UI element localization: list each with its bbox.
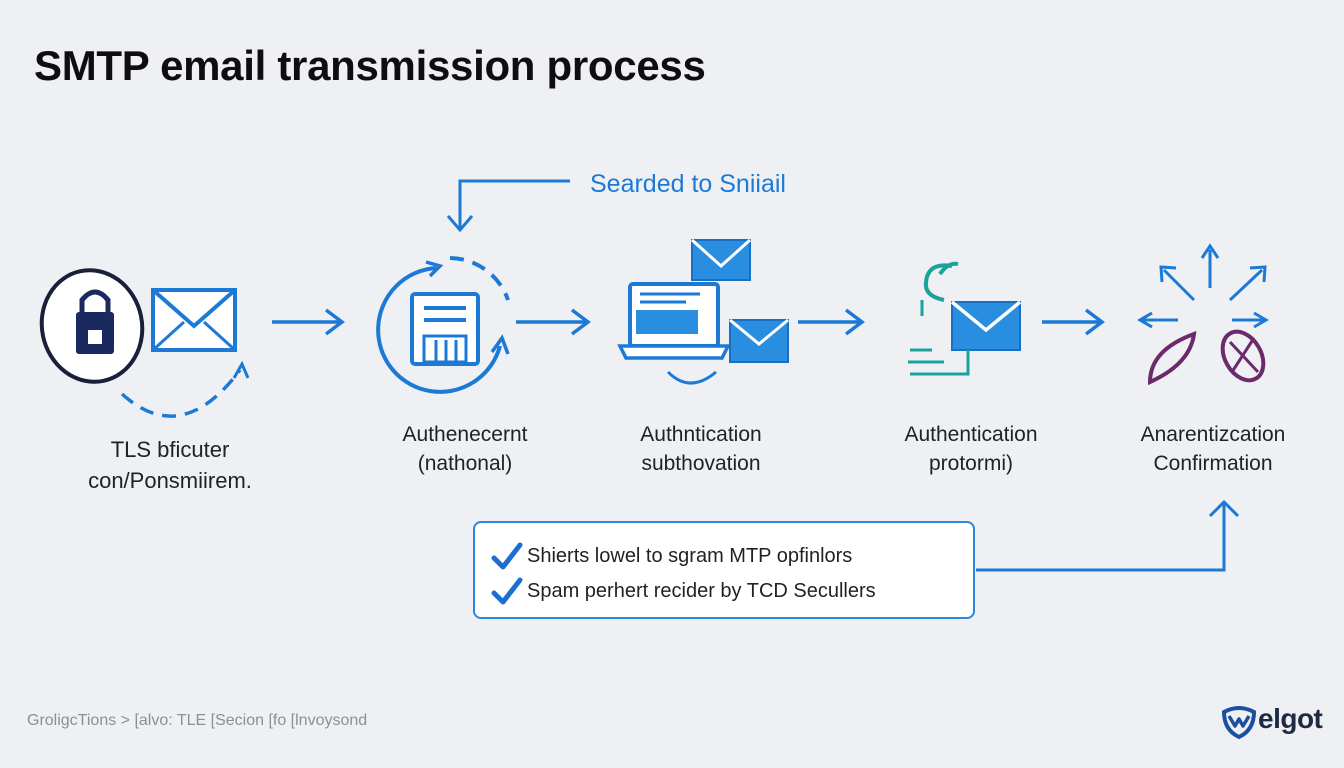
step-label-confirmation: Anarentizcation Confirmation bbox=[1083, 420, 1343, 478]
step-label-line: protormi) bbox=[928, 452, 1013, 475]
document-cycle-icon bbox=[376, 256, 510, 394]
checklist-item-text: Shierts lowel to sgram MTP opfinlors bbox=[527, 545, 853, 567]
step-label-authntication: Authntication subthovation bbox=[571, 420, 831, 478]
feedback-label: Searded to Sniiail bbox=[590, 170, 786, 198]
flow-arrow-3 bbox=[798, 308, 865, 336]
checklist-box: Shierts lowel to sgram MTP opfinlors Spa… bbox=[473, 521, 975, 619]
step-label-line: TLS bficuter bbox=[110, 437, 230, 462]
step-label-line: Authentication bbox=[904, 423, 1038, 446]
step-label-line: Anarentizcation bbox=[1140, 423, 1286, 446]
step-label-line: subthovation bbox=[641, 452, 761, 475]
step-label-line: Authntication bbox=[640, 423, 762, 446]
page-title: SMTP email transmission process bbox=[34, 42, 706, 89]
checklist-item: Shierts lowel to sgram MTP opfinlors bbox=[491, 539, 973, 574]
checklist-item-text: Spam perhert recider by TCD Secullers bbox=[527, 580, 876, 602]
step-label-authenecernt: Authenecernt (nathonal) bbox=[335, 420, 595, 478]
checklist-item: Spam perhert recider by TCD Secullers bbox=[491, 574, 973, 609]
confirmation-arrow bbox=[976, 499, 1240, 572]
step-label-line: Authenecernt bbox=[402, 423, 528, 446]
envelope-route-icon bbox=[908, 261, 1022, 376]
laptop-envelopes-icon bbox=[617, 238, 789, 385]
step-label-line: (nathonal) bbox=[417, 452, 513, 475]
logo-text: elgot bbox=[1258, 703, 1323, 734]
breadcrumb[interactable]: GroligcTions > [alvo: TLE [Secion [fo [l… bbox=[27, 712, 368, 729]
checkmark-icon bbox=[491, 542, 523, 570]
flow-arrow-4 bbox=[1042, 308, 1105, 336]
logo-icon bbox=[1221, 706, 1257, 740]
step-label-line: Confirmation bbox=[1153, 452, 1273, 475]
checkmark-icon bbox=[491, 577, 523, 605]
step-label-tls: TLS bficuter con/Ponsmiirem. bbox=[40, 434, 300, 496]
padlock-envelope-icon bbox=[39, 268, 250, 418]
feedback-arrow bbox=[446, 179, 570, 233]
logo: elgot bbox=[1220, 700, 1338, 742]
flow-arrow-2 bbox=[516, 308, 591, 336]
burst-arrows-icon bbox=[1137, 243, 1269, 386]
flow-arrow-1 bbox=[272, 308, 345, 336]
step-label-authentication: Authentication protormi) bbox=[841, 420, 1101, 478]
step-label-line: con/Ponsmiirem. bbox=[88, 468, 252, 493]
